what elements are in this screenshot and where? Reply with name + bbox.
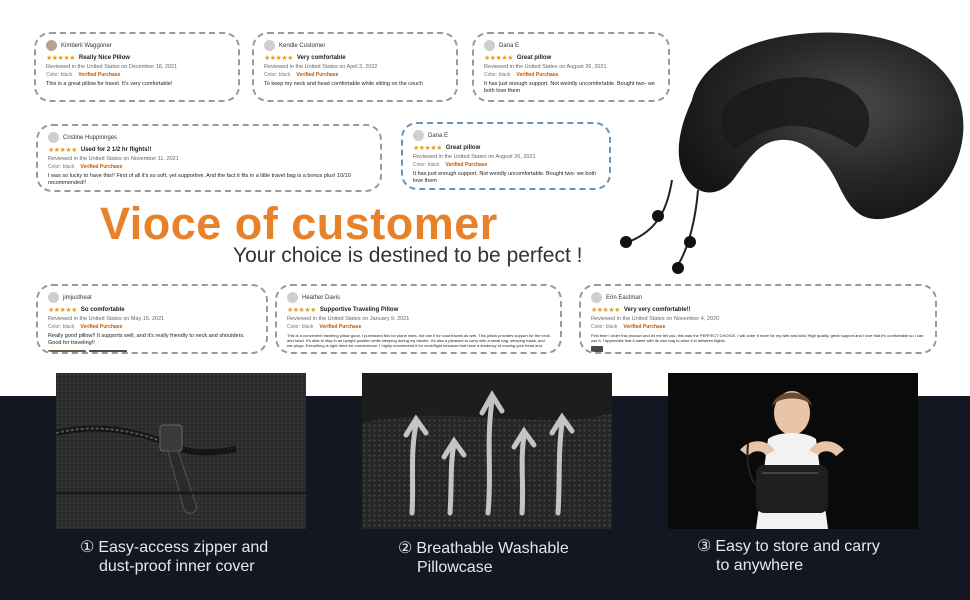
review-date: Reviewed in the United States on January…	[287, 316, 410, 322]
verified-badge: Verified Purchase	[80, 164, 123, 170]
woman-with-carry-bag-image	[668, 373, 918, 529]
review-photo[interactable]	[287, 352, 299, 354]
review-card: Erin Eastman ★★★★★Very very comfortable!…	[579, 284, 937, 354]
star-rating-icon: ★★★★★	[48, 147, 77, 154]
review-card: Dana E ★★★★★Great pillow Reviewed in the…	[401, 122, 611, 190]
verified-badge: Verified Purchase	[319, 324, 362, 330]
review-title: Really Nice Pillow	[78, 55, 130, 61]
reviewer-avatar	[46, 40, 57, 51]
reviewer-name: jimjustheat	[63, 294, 92, 301]
verified-badge: Verified Purchase	[516, 72, 559, 78]
review-body: This is a convenient traveling pillow go…	[287, 333, 550, 349]
review-date: Reviewed in the United States on Decembe…	[46, 64, 178, 70]
review-body: It has just enough support. Not weirdly …	[413, 171, 597, 185]
verified-badge: Verified Purchase	[296, 72, 339, 78]
feature-number: ①	[80, 539, 95, 556]
review-body: First time I order this product and let …	[591, 333, 924, 344]
reviewer-avatar	[287, 292, 298, 303]
headline: Vioce of customer	[100, 198, 498, 249]
review-card: Kimberli Waggoner ★★★★★Really Nice Pillo…	[34, 32, 240, 102]
verified-badge: Verified Purchase	[445, 162, 488, 168]
neck-pillow-image	[620, 32, 964, 274]
review-date: Reviewed in the United States on August …	[484, 64, 607, 70]
reviewer-avatar	[484, 40, 495, 51]
review-title: Great pillow	[445, 145, 481, 151]
reviewer-name: Erin Eastman	[606, 294, 643, 301]
reviewer-name: Kimberli Waggoner	[61, 42, 112, 49]
review-title: So comfortable	[80, 307, 125, 313]
review-photo[interactable]	[48, 350, 86, 352]
reviewer-name: Dana E	[499, 42, 520, 49]
reviewer-avatar	[48, 132, 59, 143]
verified-badge: Verified Purchase	[78, 72, 121, 78]
reviewer-avatar	[48, 292, 59, 303]
review-body: I was so lucky to have this!! First of a…	[48, 173, 351, 187]
review-body: This is a great pillow for travel. It's …	[46, 81, 173, 87]
reviewer-avatar	[264, 40, 275, 51]
review-card: Heather Davis ★★★★★Supportive Traveling …	[275, 284, 562, 354]
star-rating-icon: ★★★★★	[484, 55, 513, 62]
review-card: Cristine Huppinnges ★★★★★Used for 2 1/2 …	[36, 124, 382, 192]
reviewer-avatar	[591, 292, 602, 303]
review-photo[interactable]	[591, 346, 603, 352]
review-title: Supportive Traveling Pillow	[319, 307, 399, 313]
review-body: It has just enough support. Not weirdly …	[484, 81, 655, 95]
review-date: Reviewed in the United States on April 3…	[264, 64, 378, 70]
review-card: Dana E ★★★★★Great pillow Reviewed in the…	[472, 32, 670, 102]
subheadline: Your choice is destined to be perfect !	[233, 244, 583, 267]
review-body: To keep my neck and head comfortable whi…	[264, 81, 423, 87]
reviewer-name: Kendle Customer	[279, 42, 326, 49]
reviewer-avatar	[413, 130, 424, 141]
zipper-image	[56, 373, 306, 529]
verified-badge: Verified Purchase	[80, 324, 123, 330]
review-body: Really good pillow!! It supports well, a…	[48, 333, 245, 347]
star-rating-icon: ★★★★★	[264, 55, 293, 62]
verified-badge: Verified Purchase	[623, 324, 666, 330]
reviewer-name: Dana E	[428, 132, 449, 139]
star-rating-icon: ★★★★★	[287, 307, 316, 314]
reviewer-name: Heather Davis	[302, 294, 341, 301]
review-title: Used for 2 1/2 hr flights!!	[80, 147, 152, 153]
star-rating-icon: ★★★★★	[46, 55, 75, 62]
review-card: Kendle Customer ★★★★★Very comfortable Re…	[252, 32, 458, 102]
review-date: Reviewed in the United States on Novembe…	[48, 156, 179, 162]
review-title: Great pillow	[516, 55, 552, 61]
star-rating-icon: ★★★★★	[591, 307, 620, 314]
review-title: Very comfortable	[296, 55, 346, 61]
feature-number: ②	[398, 540, 413, 557]
review-photo[interactable]	[89, 350, 127, 352]
review-title: Very very comfortable!!	[623, 307, 691, 313]
reviewer-name: Cristine Huppinnges	[63, 134, 118, 141]
review-date: Reviewed in the United States on May 15,…	[48, 316, 165, 322]
star-rating-icon: ★★★★★	[413, 145, 442, 152]
feature-number: ③	[697, 538, 712, 555]
star-rating-icon: ★★★★★	[48, 307, 77, 314]
review-date: Reviewed in the United States on Novembe…	[591, 316, 720, 322]
review-date: Reviewed in the United States on August …	[413, 154, 536, 160]
review-card: jimjustheat ★★★★★So comfortable Reviewed…	[36, 284, 268, 354]
breathable-fabric-image	[362, 373, 612, 529]
